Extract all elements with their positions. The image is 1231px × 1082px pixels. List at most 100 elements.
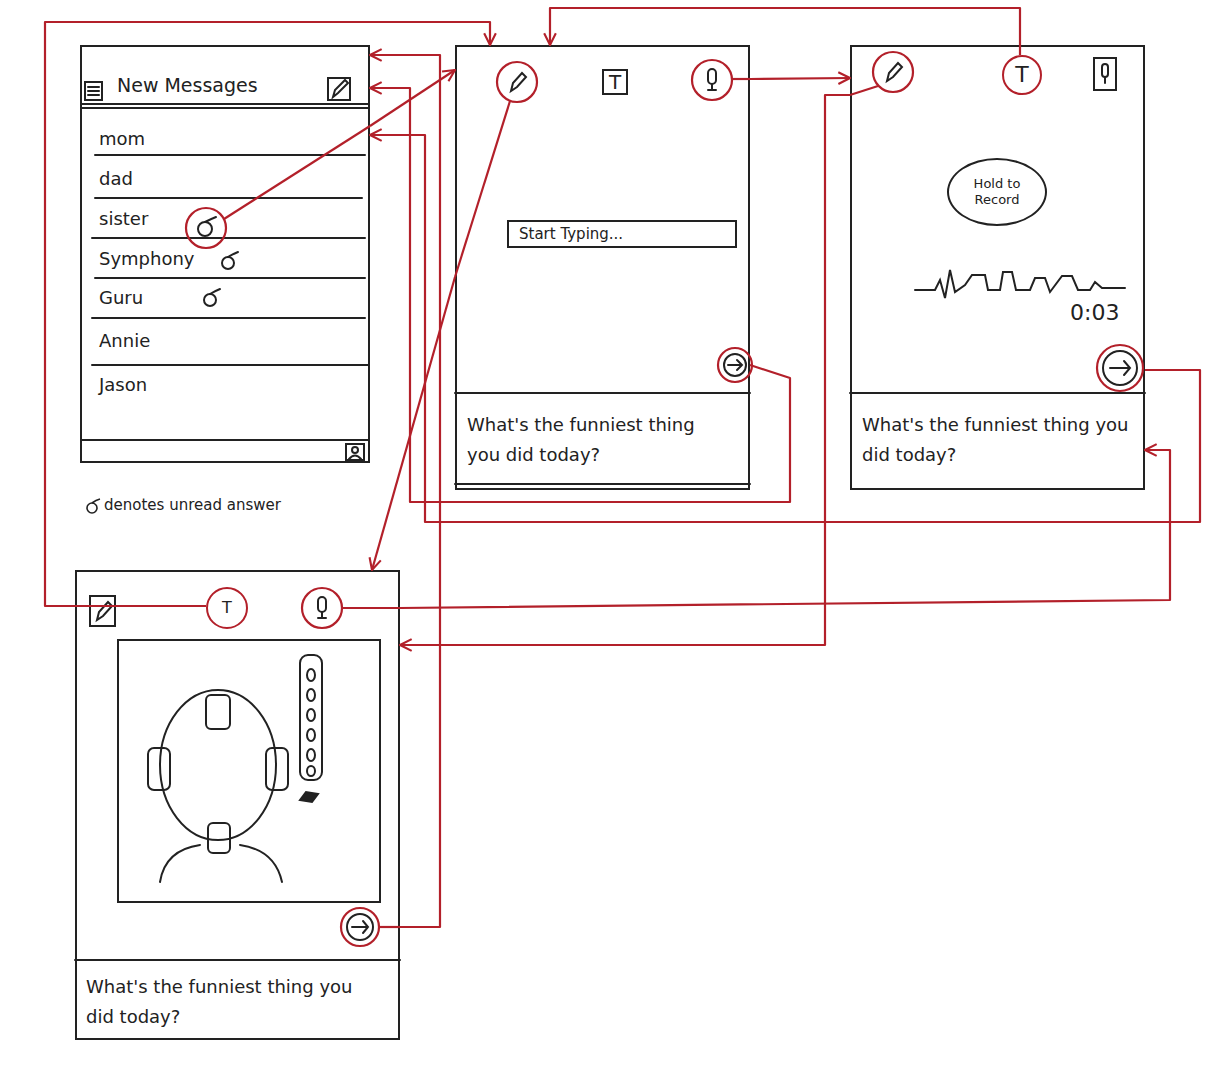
voice-screen-details: [1094, 58, 1116, 90]
drawing-screen-details: [307, 729, 315, 741]
voice-screen-details: [1104, 77, 1106, 83]
prompt-question: What's the funniest thing you did today?: [86, 972, 386, 1032]
drawing-screen-details: [307, 749, 315, 761]
text-screen-details: [728, 360, 742, 370]
message-list-details: [82, 107, 368, 109]
message-list-details: [205, 217, 216, 222]
message-list-details: [198, 217, 216, 236]
flow-arrow: [372, 277, 455, 570]
message-list-details: [82, 439, 368, 441]
message-list-details: [222, 257, 234, 269]
flow-arrow: [370, 88, 790, 502]
text-screen-details: [455, 69, 750, 484]
button-label: T: [1015, 61, 1028, 89]
contact-name: dad: [99, 168, 299, 191]
drawing-screen-details: [75, 596, 400, 960]
contact-name: Symphony: [99, 248, 219, 271]
legend-note: denotes unread answer: [104, 496, 281, 514]
drawing-screen-details: [318, 597, 326, 618]
text-screen-callouts: [732, 78, 750, 80]
drawing-screen-callouts: [302, 588, 342, 628]
message-list-details: [88, 90, 99, 92]
drawing-screen-details: [148, 748, 170, 790]
text-screen-details: [708, 89, 716, 91]
placeholder-text: Start Typing...: [519, 225, 623, 244]
text-screen-details: [711, 84, 713, 90]
screen-heading: New Messages: [117, 74, 317, 98]
text-screen-details: [708, 69, 716, 90]
message-list-details: [349, 456, 361, 460]
text-screen-details: [511, 73, 526, 91]
drawing-screen-details: [300, 792, 318, 802]
drawing-screen-details: [90, 596, 115, 626]
message-list-details: [95, 277, 365, 279]
text-screen-details: [455, 392, 750, 394]
message-list-details: [92, 364, 368, 366]
voice-screen-details: [1103, 351, 1137, 385]
drawing-screen-details: [160, 690, 276, 840]
message-list-details: [198, 222, 212, 236]
unread-legend-icon: [87, 503, 97, 513]
drawing-screen-details: [307, 766, 315, 776]
drawing-screen-details: [206, 695, 230, 729]
text-mode-button: T: [206, 587, 248, 629]
text-screen-details: [708, 69, 716, 84]
drawing-screen-details: [318, 617, 326, 619]
drawing-screen-details: [266, 748, 288, 790]
record-label: Hold to Record: [966, 176, 1028, 209]
drawing-screen-details: [300, 655, 322, 780]
drawing-screen-details: [347, 914, 373, 940]
flow-arrow: [400, 95, 850, 645]
message-list-details: [352, 447, 358, 453]
voice-screen-details: [887, 63, 902, 81]
sister-unread-callout: [224, 126, 370, 219]
record-button: Hold to Record: [947, 158, 1047, 226]
voice-screen-details: [850, 392, 1145, 394]
message-list-details: [328, 78, 350, 100]
message-list-details: [204, 289, 220, 306]
flow-arrow: [750, 78, 850, 79]
voice-screen-details: [887, 63, 902, 81]
flow-arrow: [370, 55, 440, 927]
message-list-details: [92, 317, 365, 319]
text-screen-callouts: [497, 62, 537, 102]
message-list-details: [88, 86, 99, 88]
record-timer: 0:03: [1070, 298, 1142, 328]
flow-arrow: [370, 135, 1200, 522]
message-list-details: [88, 94, 99, 96]
flow-arrow: [400, 450, 1170, 608]
message-list-details: [82, 103, 368, 105]
drawing-screen-details: [160, 845, 282, 882]
drawing-screen-details: [352, 921, 368, 933]
text-answer-screen: What's the funniest thing you did today?…: [455, 45, 750, 490]
drawing-screen-callouts: [379, 926, 400, 928]
text-input-box: Start Typing...: [507, 220, 737, 248]
voice-screen-details: [1102, 64, 1108, 77]
voice-screen-details: [915, 270, 1125, 298]
sister-unread-callout: [186, 208, 226, 248]
drawing-screen-details: [208, 823, 230, 853]
drawing-screen-callouts: [302, 588, 400, 946]
prompt-question: What's the funniest thing you did today?: [862, 410, 1130, 470]
voice-screen-callouts: [1097, 345, 1143, 391]
unread-legend-icon: [87, 499, 100, 513]
text-screen-details: [724, 354, 746, 376]
text-screen-details: [511, 73, 526, 91]
button-label: T: [222, 598, 232, 618]
text-screen-details: [455, 483, 750, 485]
message-list-details: [95, 154, 365, 156]
text-screen-callouts: [692, 60, 732, 100]
contact-name: mom: [99, 128, 299, 151]
message-list-details: [82, 78, 368, 460]
drawing-screen-details: [307, 669, 315, 681]
drawing-screen-details: [75, 959, 400, 961]
drawing-screen-details: [307, 709, 315, 721]
message-list-details: [210, 289, 220, 294]
voice-answer-screen: 0:03What's the funniest thing you did to…: [850, 45, 1145, 490]
flow-arrow: [45, 22, 490, 606]
voice-screen-details: [1102, 64, 1108, 83]
flow-arrow: [550, 8, 1020, 55]
drawing-screen-details: [118, 640, 380, 902]
message-list-details: [92, 237, 365, 239]
voice-screen-details: [1110, 361, 1130, 375]
